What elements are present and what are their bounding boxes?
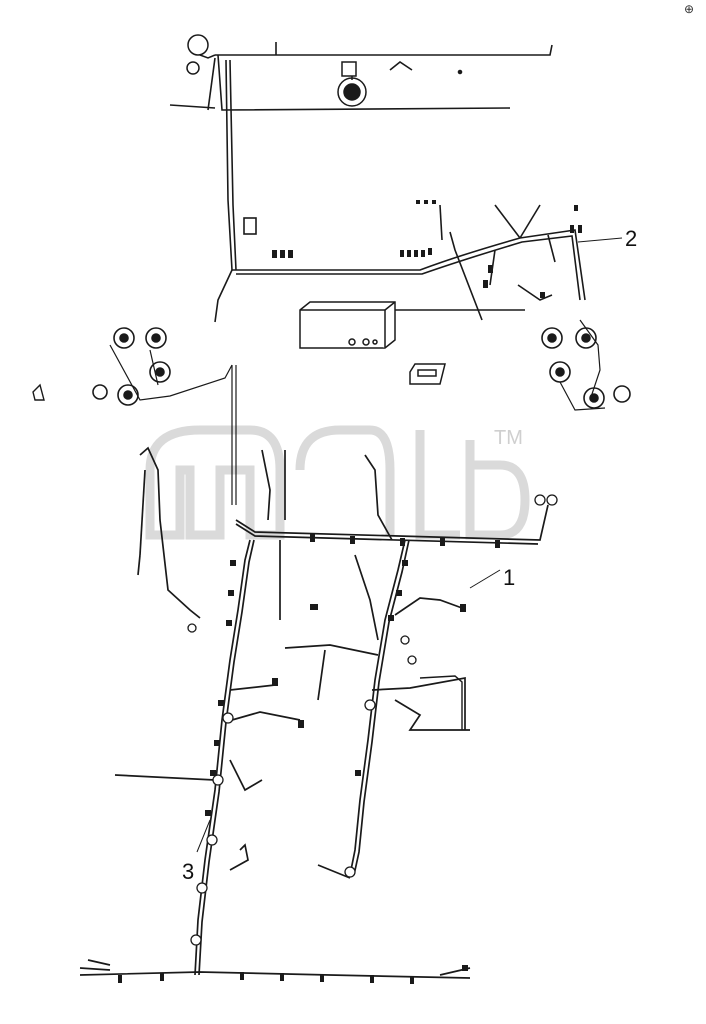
right-lamp-wires <box>559 319 606 411</box>
callout-1: 1 <box>503 565 516 590</box>
small-module <box>409 363 446 385</box>
left-lamp-wires <box>109 344 237 505</box>
left-mirror-icon <box>32 383 45 401</box>
cab-connectors <box>272 200 582 298</box>
control-box <box>299 301 396 349</box>
callout-2: 2 <box>625 226 638 251</box>
callout-3: 3 <box>182 859 195 884</box>
corner-plus-icon: ⊕ <box>684 2 695 16</box>
left-work-lamps <box>92 327 171 406</box>
chassis-connectors <box>118 534 500 984</box>
cab-harness <box>169 42 623 323</box>
fan-unit <box>337 61 367 107</box>
watermark-logo <box>145 425 530 540</box>
chassis-plugs <box>187 494 558 946</box>
chassis-harness <box>79 446 549 979</box>
beacon-lamp <box>186 34 216 75</box>
watermark-trademark: TM <box>494 427 523 449</box>
right-work-lamps <box>541 327 631 409</box>
rear-bracket <box>419 675 463 730</box>
